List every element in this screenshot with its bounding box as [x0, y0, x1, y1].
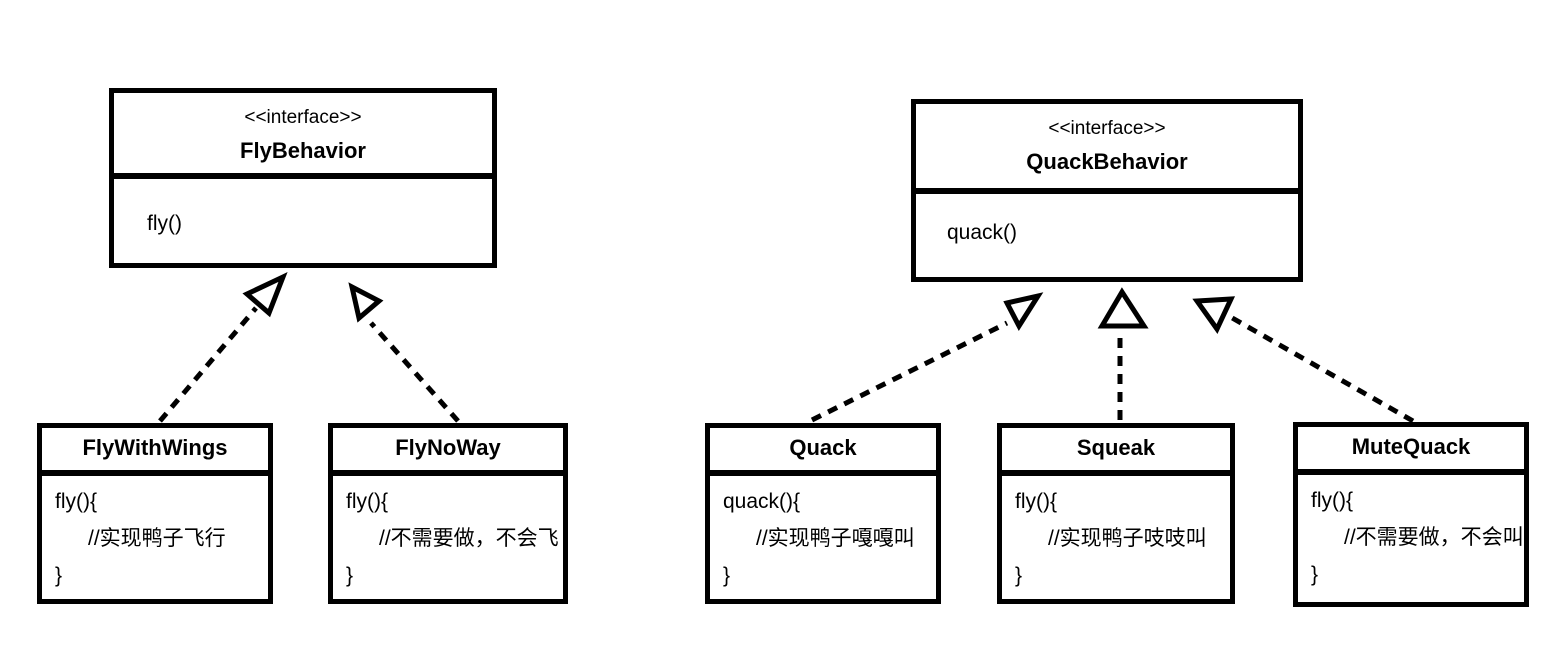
- class-box-squeak: Squeak fly(){ //实现鸭子吱吱叫 }: [997, 423, 1235, 604]
- code-line-comment: //实现鸭子嘎嘎叫: [756, 527, 915, 550]
- class-name: Squeak: [1002, 428, 1230, 476]
- code-line: }: [1015, 564, 1023, 587]
- hollow-triangle-icon: [1097, 287, 1149, 329]
- interface-name: FlyBehavior: [240, 138, 366, 163]
- class-box-quack: Quack quack(){ //实现鸭子嘎嘎叫 }: [705, 423, 941, 604]
- code-line: }: [723, 564, 731, 587]
- realization-arrow-squeak: [1097, 287, 1149, 420]
- code-line: fly(){: [1311, 489, 1353, 512]
- class-box-mutequack: MuteQuack fly(){ //不需要做，不会叫 }: [1293, 422, 1529, 607]
- code-line: fly(){: [55, 490, 97, 513]
- code-line: fly(){: [1015, 490, 1057, 513]
- code-line: fly(){: [346, 490, 388, 513]
- class-code: fly(){ //实现鸭子飞行 }: [42, 476, 268, 594]
- code-line-comment: //不需要做，不会飞: [379, 527, 559, 550]
- interface-method: quack(): [947, 221, 1018, 244]
- interface-header: <<interface>> FlyBehavior: [114, 93, 492, 179]
- realization-arrow-mutequack: [1192, 296, 1415, 424]
- code-line-comment: //不需要做，不会叫: [1344, 526, 1524, 549]
- code-line-comment: //实现鸭子吱吱叫: [1048, 527, 1207, 550]
- class-code: fly(){ //实现鸭子吱吱叫 }: [1002, 476, 1230, 594]
- class-code: fly(){ //不需要做，不会飞 }: [333, 476, 563, 594]
- class-name: Quack: [710, 428, 936, 476]
- code-line: }: [1311, 563, 1319, 586]
- stereotype-label: <<interface>>: [1048, 118, 1166, 139]
- class-code: quack(){ //实现鸭子嘎嘎叫 }: [710, 476, 936, 594]
- code-line-comment: //实现鸭子飞行: [88, 527, 226, 550]
- code-line: quack(){: [723, 490, 801, 513]
- hollow-triangle-icon: [1192, 296, 1236, 334]
- interface-method: fly(): [147, 212, 182, 235]
- code-line: }: [55, 564, 63, 587]
- hollow-triangle-icon: [242, 272, 288, 318]
- hollow-triangle-icon: [348, 282, 384, 323]
- realization-arrow-quack: [810, 292, 1044, 423]
- class-code: fly(){ //不需要做，不会叫 }: [1298, 475, 1524, 593]
- class-name: FlyWithWings: [42, 428, 268, 476]
- class-name: FlyNoWay: [333, 428, 563, 476]
- interface-box-flybehavior: <<interface>> FlyBehavior fly(): [109, 88, 497, 268]
- code-line: }: [346, 564, 354, 587]
- class-box-flywithwings: FlyWithWings fly(){ //实现鸭子飞行 }: [37, 423, 273, 604]
- hollow-triangle-icon: [1003, 292, 1044, 332]
- realization-arrow-flynoway: [348, 282, 460, 423]
- interface-box-quackbehavior: <<interface>> QuackBehavior quack(): [911, 99, 1303, 282]
- class-name: MuteQuack: [1298, 427, 1524, 475]
- realization-arrow-flywithwings: [158, 272, 288, 423]
- stereotype-label: <<interface>>: [244, 107, 362, 128]
- interface-header: <<interface>> QuackBehavior: [916, 104, 1298, 194]
- class-box-flynoway: FlyNoWay fly(){ //不需要做，不会飞 }: [328, 423, 568, 604]
- interface-name: QuackBehavior: [1026, 149, 1188, 174]
